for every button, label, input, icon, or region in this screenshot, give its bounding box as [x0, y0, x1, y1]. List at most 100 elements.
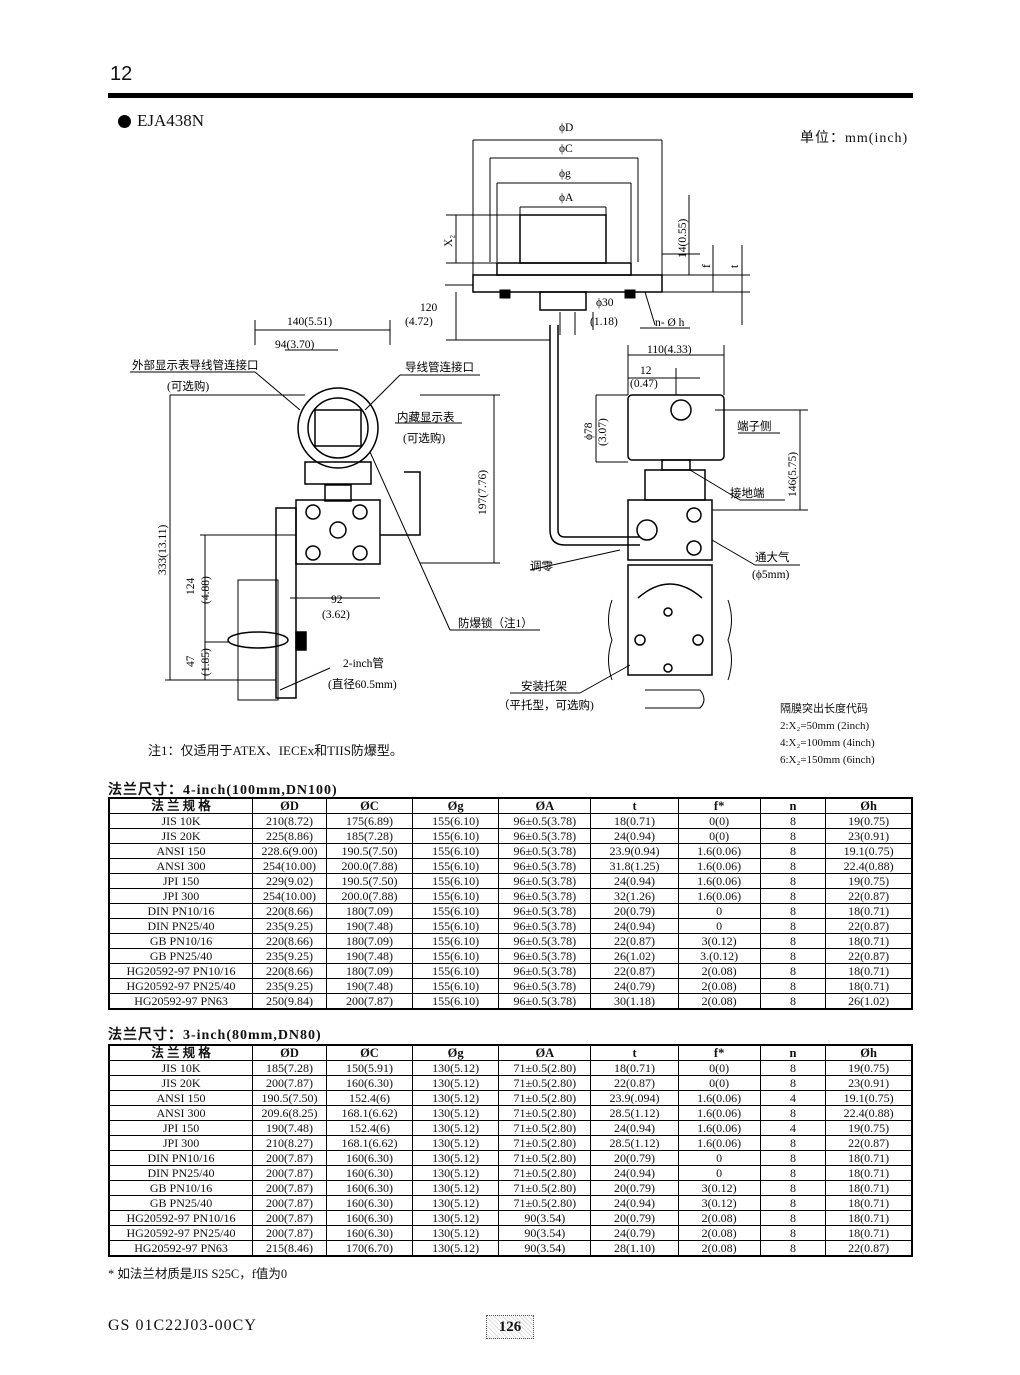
table-cell: 200(7.87): [252, 1210, 327, 1226]
dim-197: 197(7.76): [477, 470, 489, 515]
table-cell: 8: [759, 888, 827, 904]
table-cell: 24(0.79): [590, 978, 679, 994]
table-cell: 71±0.5(2.80): [498, 1075, 592, 1091]
table-cell: 168.1(6.62): [325, 1135, 414, 1151]
table-cell: 210(8.72): [252, 813, 327, 829]
dim-phiA: ϕA: [559, 192, 574, 204]
table-cell: 228.6(9.00): [252, 843, 327, 859]
table-cell: 130(5.12): [412, 1075, 500, 1091]
table-cell: 130(5.12): [412, 1060, 500, 1076]
table-header-cell: ØD: [252, 797, 327, 814]
table-cell: 200(7.87): [252, 1150, 327, 1166]
table-cell: 22(0.87): [825, 918, 913, 934]
table-cell: 209.6(8.25): [252, 1105, 327, 1121]
table-cell: 8: [759, 1225, 827, 1241]
table-cell: 96±0.5(3.78): [498, 858, 592, 874]
table-cell: 28(1.10): [590, 1240, 679, 1257]
table-cell: DIN PN25/40: [108, 1165, 254, 1181]
label-ext-conduit: 外部显示表导线管连接口: [132, 358, 259, 372]
right-dim-lines: [510, 345, 808, 694]
table-cell: 200(7.87): [252, 1165, 327, 1181]
label-bracket-type: （平托型，可选购): [498, 698, 594, 712]
table-cell: 8: [759, 828, 827, 844]
table-cell: 200(7.87): [252, 1225, 327, 1241]
table-cell: 71±0.5(2.80): [498, 1105, 592, 1121]
dim-92-inch: (3.62): [322, 609, 350, 621]
table-cell: 0: [677, 1150, 761, 1166]
page-number: 12: [110, 63, 133, 85]
code-row: 2:X₂=50mm (2inch): [780, 720, 870, 732]
table-cell: 152.4(6): [325, 1120, 414, 1136]
table-cell: 32(1.26): [590, 888, 679, 904]
table-header-cell: Øh: [825, 797, 913, 814]
table-cell: 235(9.25): [252, 978, 327, 994]
table-cell: 2(0.08): [677, 978, 761, 994]
table-cell: 200(7.87): [252, 1195, 327, 1211]
label-optional-1: (可选购): [167, 379, 209, 393]
table-cell: 130(5.12): [412, 1120, 500, 1136]
table-cell: 170(6.70): [325, 1240, 414, 1257]
table-header-cell: Øg: [412, 1044, 500, 1061]
table-cell: 130(5.12): [412, 1105, 500, 1121]
table-cell: 8: [759, 1195, 827, 1211]
table-cell: 2(0.08): [677, 1240, 761, 1257]
label-conduit: 导线管连接口: [405, 360, 474, 374]
table-cell: 130(5.12): [412, 1240, 500, 1257]
table-cell: JPI 300: [108, 888, 254, 904]
table-cell: 8: [759, 903, 827, 919]
table-cell: 90(3.54): [498, 1225, 592, 1241]
table-cell: 24(0.94): [590, 828, 679, 844]
table-cell: 229(9.02): [252, 873, 327, 889]
table-header-cell: ØC: [325, 1044, 414, 1061]
table-cell: 190(7.48): [252, 1120, 327, 1136]
table-cell: 185(7.28): [325, 828, 414, 844]
table-cell: 26(1.02): [825, 993, 913, 1010]
table-cell: ANSI 300: [108, 858, 254, 874]
table-cell: 71±0.5(2.80): [498, 1135, 592, 1151]
table-cell: JPI 150: [108, 873, 254, 889]
table-cell: 8: [759, 963, 827, 979]
table-cell: 8: [759, 858, 827, 874]
dim-47: 47: [185, 655, 197, 667]
label-pipe-dia: (直径60.5mm): [328, 677, 397, 691]
table-cell: GB PN25/40: [108, 948, 254, 964]
table-cell: 155(6.10): [412, 933, 500, 949]
table-cell: 200(7.87): [325, 993, 414, 1010]
table-cell: 155(6.10): [412, 948, 500, 964]
table-cell: 2(0.08): [677, 993, 761, 1010]
table-cell: 71±0.5(2.80): [498, 1195, 592, 1211]
table-cell: 152.4(6): [325, 1090, 414, 1106]
table-cell: 71±0.5(2.80): [498, 1180, 592, 1196]
dim-333: 333(13.11): [157, 524, 169, 575]
table-cell: 22.4(0.88): [825, 858, 913, 874]
table-cell: 71±0.5(2.80): [498, 1150, 592, 1166]
table-cell: 2(0.08): [677, 1225, 761, 1241]
table-cell: 19.1(0.75): [825, 1090, 913, 1106]
table-cell: 0(0): [677, 1060, 761, 1076]
label-indicator: 内藏显示表: [397, 410, 455, 424]
table-cell: 180(7.09): [325, 933, 414, 949]
table-cell: 190.5(7.50): [325, 873, 414, 889]
table-cell: 8: [759, 918, 827, 934]
table-cell: 185(7.28): [252, 1060, 327, 1076]
table-cell: 18(0.71): [825, 1195, 913, 1211]
table-cell: HG20592-97 PN10/16: [108, 1210, 254, 1226]
table-cell: 190(7.48): [325, 978, 414, 994]
table-cell: DIN PN25/40: [108, 918, 254, 934]
table-header-cell: t: [590, 797, 679, 814]
table-cell: 130(5.12): [412, 1180, 500, 1196]
dim-110: 110(4.33): [647, 344, 692, 356]
table-cell: 130(5.12): [412, 1165, 500, 1181]
label-pipe: 2-inch管: [343, 656, 384, 670]
diaphragm-codes: 隔膜突出长度代码 2:X₂=50mm (2inch) 4:X₂=100mm (4…: [780, 701, 875, 769]
